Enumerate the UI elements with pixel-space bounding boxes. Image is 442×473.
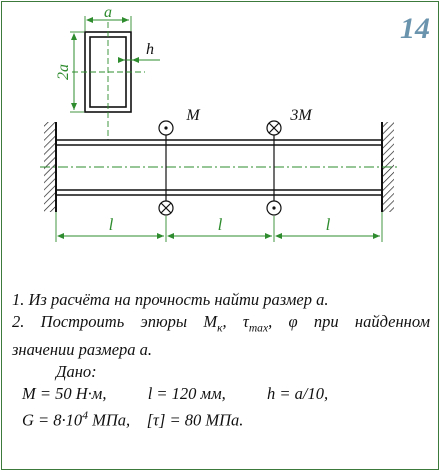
given-line-2: G = 8·104 МПа, [τ] = 80 МПа. [12, 405, 430, 432]
cross-section [72, 22, 145, 140]
segment-label-1: l [109, 215, 114, 234]
wall-thickness-label: h [146, 41, 154, 58]
dimension-2a: 2a [55, 31, 84, 113]
given-l: l = 120 мм, [147, 384, 226, 404]
torque-3m: 3M [266, 107, 313, 216]
given-g-exp: 4 [82, 410, 88, 423]
task-2-line-2: значении размера a. [12, 340, 153, 360]
given-tau: [τ] = 80 МПа. [146, 410, 244, 430]
segment-label-2: l [218, 215, 223, 234]
given-g-prefix: G = 8·10 [22, 410, 83, 430]
task-2-sub-max: max [248, 322, 269, 335]
task-2-sub-k: к [217, 322, 223, 335]
segment-label-3: l [326, 215, 331, 234]
problem-text: 1. Из расчёта на прочность найти размер … [12, 289, 430, 432]
given-title: Дано: [56, 362, 97, 382]
given-h: h = a/10, [266, 384, 329, 404]
section-height-label: 2a [55, 64, 72, 80]
shaft [40, 139, 400, 196]
dimension-a: a [84, 4, 132, 31]
beam-diagram: a 2a h [40, 4, 400, 242]
moment-right-label: 3M [289, 107, 313, 124]
task-2-sep: , τ [222, 312, 249, 331]
length-dimensions: l l l [55, 212, 383, 242]
task-2-part-2: , φ при найденном [268, 312, 430, 331]
moment-left-label: M [185, 107, 201, 124]
given-m: M = 50 Н·м, [22, 384, 107, 404]
task-2: 2. Построить эпюры Mк, τmax, φ при найде… [12, 311, 430, 339]
given-line-1: M = 50 Н·м, l = 120 мм, h = a/10, [12, 383, 430, 405]
problem-number: 14 [400, 12, 430, 45]
task-1: 1. Из расчёта на прочность найти размер … [12, 290, 329, 309]
torque-m: M [158, 107, 201, 216]
section-width-label: a [104, 4, 112, 21]
given-g-suffix: МПа, [87, 410, 131, 430]
dimension-h: h [118, 41, 160, 63]
task-2-part-1: 2. Построить эпюры M [12, 312, 218, 331]
